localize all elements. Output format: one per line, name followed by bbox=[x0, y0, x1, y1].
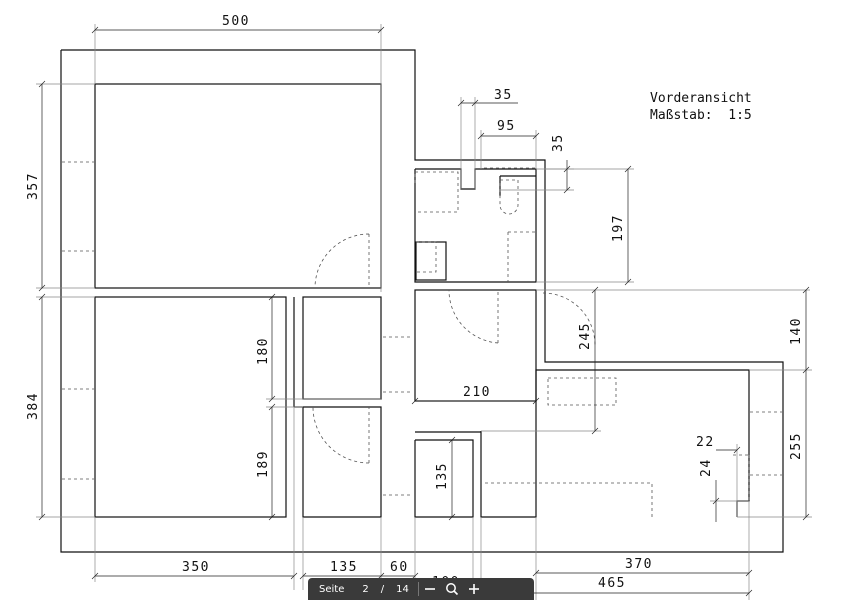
page-label: Seite bbox=[319, 583, 345, 595]
dim-label-right-height: 255 bbox=[789, 432, 804, 460]
dim-label-wc-notch: 35 bbox=[494, 88, 513, 103]
dim-label-left-top: 357 bbox=[26, 172, 41, 200]
dim-label-niche-width: 22 bbox=[696, 435, 715, 450]
dim-label-left-bottom: 384 bbox=[26, 392, 41, 420]
dim-label-bottom-350: 350 bbox=[182, 560, 210, 575]
dim-label-small-room: 135 bbox=[435, 462, 450, 490]
dim-label-hall-height: 245 bbox=[578, 322, 593, 350]
room-bottom-left bbox=[94, 296, 287, 518]
dim-label-wc-depth: 35 bbox=[551, 133, 566, 152]
minus-icon bbox=[424, 588, 435, 590]
dim-label-hall-width: 210 bbox=[463, 385, 491, 400]
dim-label-door-180: 180 bbox=[256, 337, 271, 365]
room-wc bbox=[414, 168, 537, 283]
toolbar-divider bbox=[417, 582, 419, 596]
dim-label-wc-width: 95 bbox=[497, 119, 516, 134]
outer-walls bbox=[60, 49, 784, 553]
dim-label-door-189: 189 bbox=[256, 450, 271, 478]
dim-label-bottom-370: 370 bbox=[625, 557, 653, 572]
plus-icon bbox=[468, 584, 479, 594]
rooms bbox=[94, 83, 750, 518]
view-title: Vorderansicht bbox=[650, 91, 752, 106]
dim-label-top-width: 500 bbox=[222, 14, 250, 29]
dimension-ticks bbox=[38, 26, 810, 597]
room-mid-small bbox=[302, 296, 382, 400]
page-number-input[interactable]: 2 bbox=[362, 583, 369, 595]
magnifier-icon bbox=[445, 583, 458, 596]
dim-label-bottom-60: 60 bbox=[390, 560, 409, 575]
dimension-lines bbox=[36, 24, 812, 600]
dim-label-bottom-465: 465 bbox=[598, 576, 626, 591]
dim-label-right-offset: 140 bbox=[789, 317, 804, 345]
dim-label-niche-depth: 24 bbox=[699, 458, 714, 477]
zoom-in-button[interactable] bbox=[463, 578, 485, 600]
dim-label-bottom-135: 135 bbox=[330, 560, 358, 575]
page-total: 14 bbox=[396, 583, 409, 595]
scale-label: Maßstab: 1:5 bbox=[650, 108, 752, 123]
fixtures-dashed bbox=[62, 161, 782, 517]
page-navigation-toolbar: Seite 2 / 14 bbox=[308, 578, 534, 600]
dimension-labels: 500 357 384 35 95 35 197 245 140 255 180… bbox=[26, 14, 804, 591]
zoom-reset-button[interactable] bbox=[441, 578, 463, 600]
zoom-out-button[interactable] bbox=[419, 578, 441, 600]
page-separator: / bbox=[380, 583, 385, 595]
dim-label-wc-height: 197 bbox=[611, 214, 626, 242]
room-top-left bbox=[94, 83, 382, 289]
